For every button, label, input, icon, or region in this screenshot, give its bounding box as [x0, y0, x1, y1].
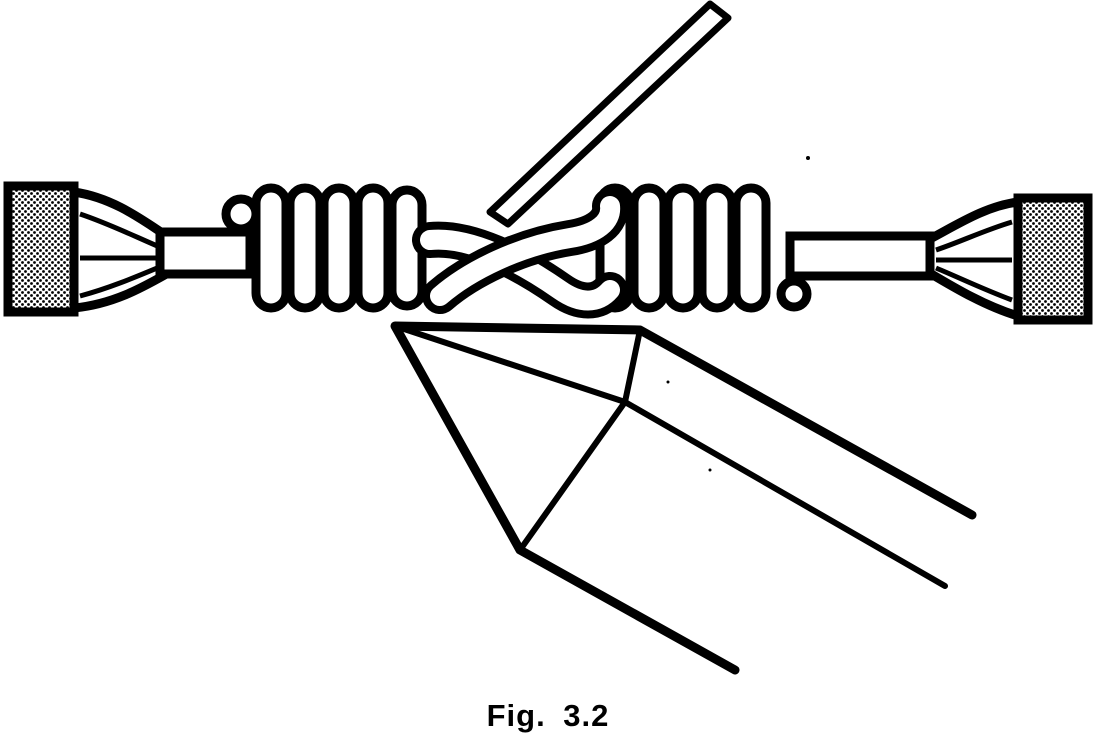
figure-caption: Fig. 3.2 [486, 698, 610, 733]
right-insulation [1013, 193, 1093, 325]
conductor-right [785, 231, 935, 281]
right-stripped-strands [923, 197, 1023, 321]
western-union-splice-illustration [3, 0, 1093, 675]
right-coils [595, 183, 812, 313]
left-coils [221, 183, 427, 313]
tool-below-splice [390, 321, 977, 675]
conductor-left [155, 227, 255, 279]
solder-rod [486, 0, 732, 228]
center-twist [412, 188, 629, 319]
left-insulation [3, 181, 79, 317]
print-specks [666, 156, 810, 472]
